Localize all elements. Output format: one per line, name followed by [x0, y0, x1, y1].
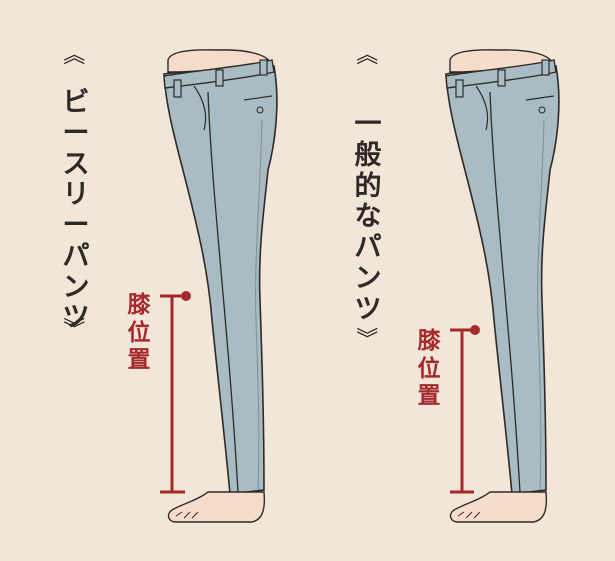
- slim-pants-figure: [163, 49, 278, 523]
- open-bracket: 《: [353, 42, 378, 65]
- knee-point-marker: [470, 325, 480, 335]
- knee-point-marker: [181, 291, 191, 301]
- open-bracket: 《: [60, 42, 85, 65]
- panel-title-vertical: ビ ー ス リ ー パ ン ツ: [62, 87, 90, 334]
- knee-position-label: 膝 位 置: [127, 292, 151, 374]
- panel-title-vertical: 一 般 的 な パ ン ツ: [354, 109, 382, 325]
- knee-position-label: 膝 位 置: [417, 328, 441, 410]
- close-bracket: 》: [353, 326, 378, 349]
- close-bracket: 》: [60, 316, 85, 339]
